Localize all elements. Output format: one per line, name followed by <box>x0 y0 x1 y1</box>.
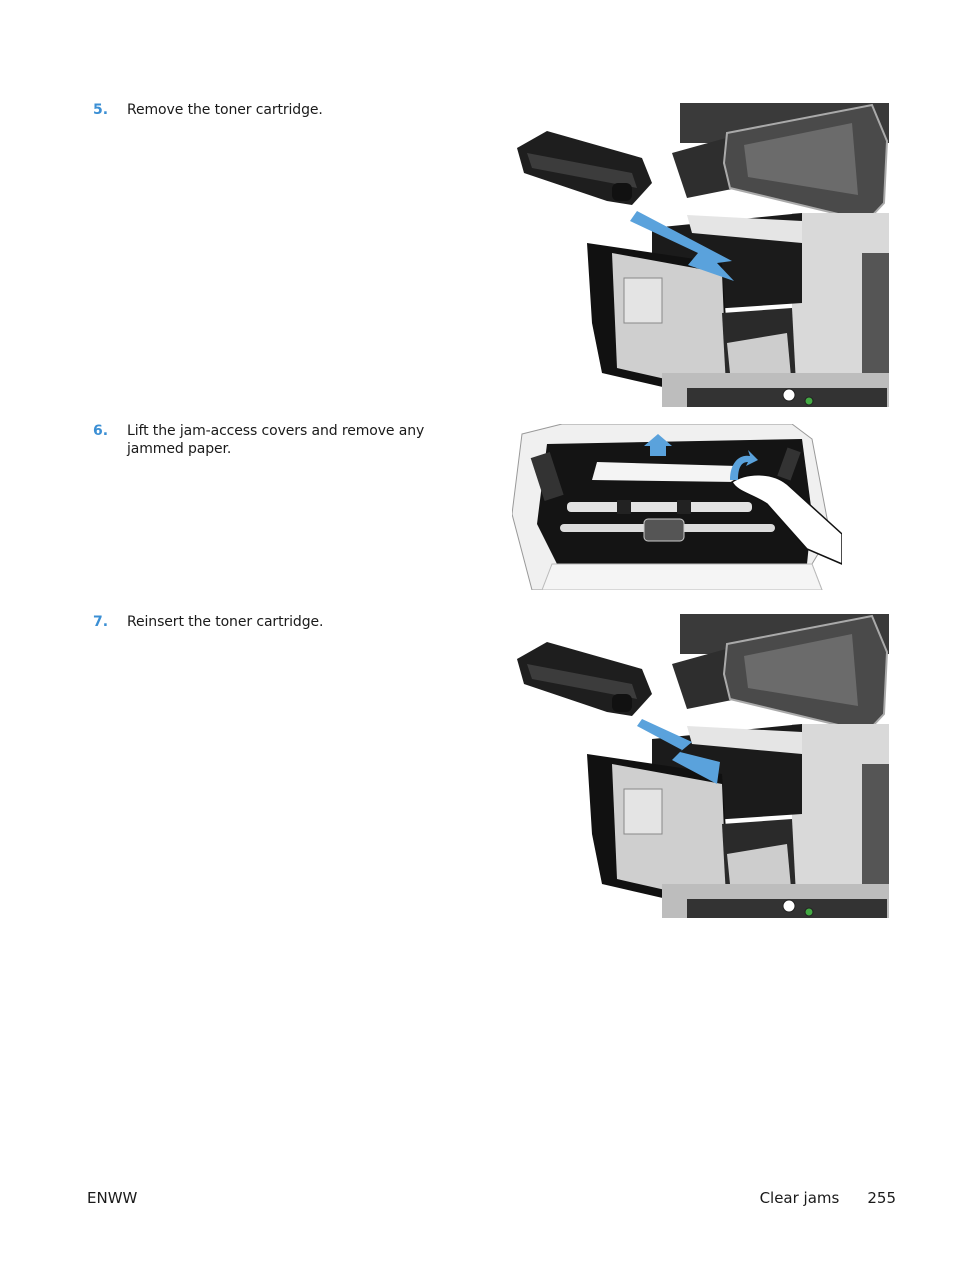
step-number: 7. <box>93 614 109 630</box>
page-number: 255 <box>867 1189 896 1207</box>
step-text: Reinsert the toner cartridge. <box>127 614 324 630</box>
step-text: Lift the jam-access covers and remove an… <box>127 423 425 457</box>
printer-jam-access-illustration <box>512 424 842 590</box>
printer-remove-toner-illustration <box>512 103 889 407</box>
step-number: 6. <box>93 423 109 439</box>
step-number: 5. <box>93 102 109 118</box>
footer-section-title: Clear jams <box>759 1189 840 1207</box>
printer-insert-toner-illustration <box>512 614 889 918</box>
step-text: Remove the toner cartridge. <box>127 102 323 118</box>
footer-right: Clear jams 255 <box>760 1189 896 1207</box>
footer-locale: ENWW <box>87 1189 138 1207</box>
